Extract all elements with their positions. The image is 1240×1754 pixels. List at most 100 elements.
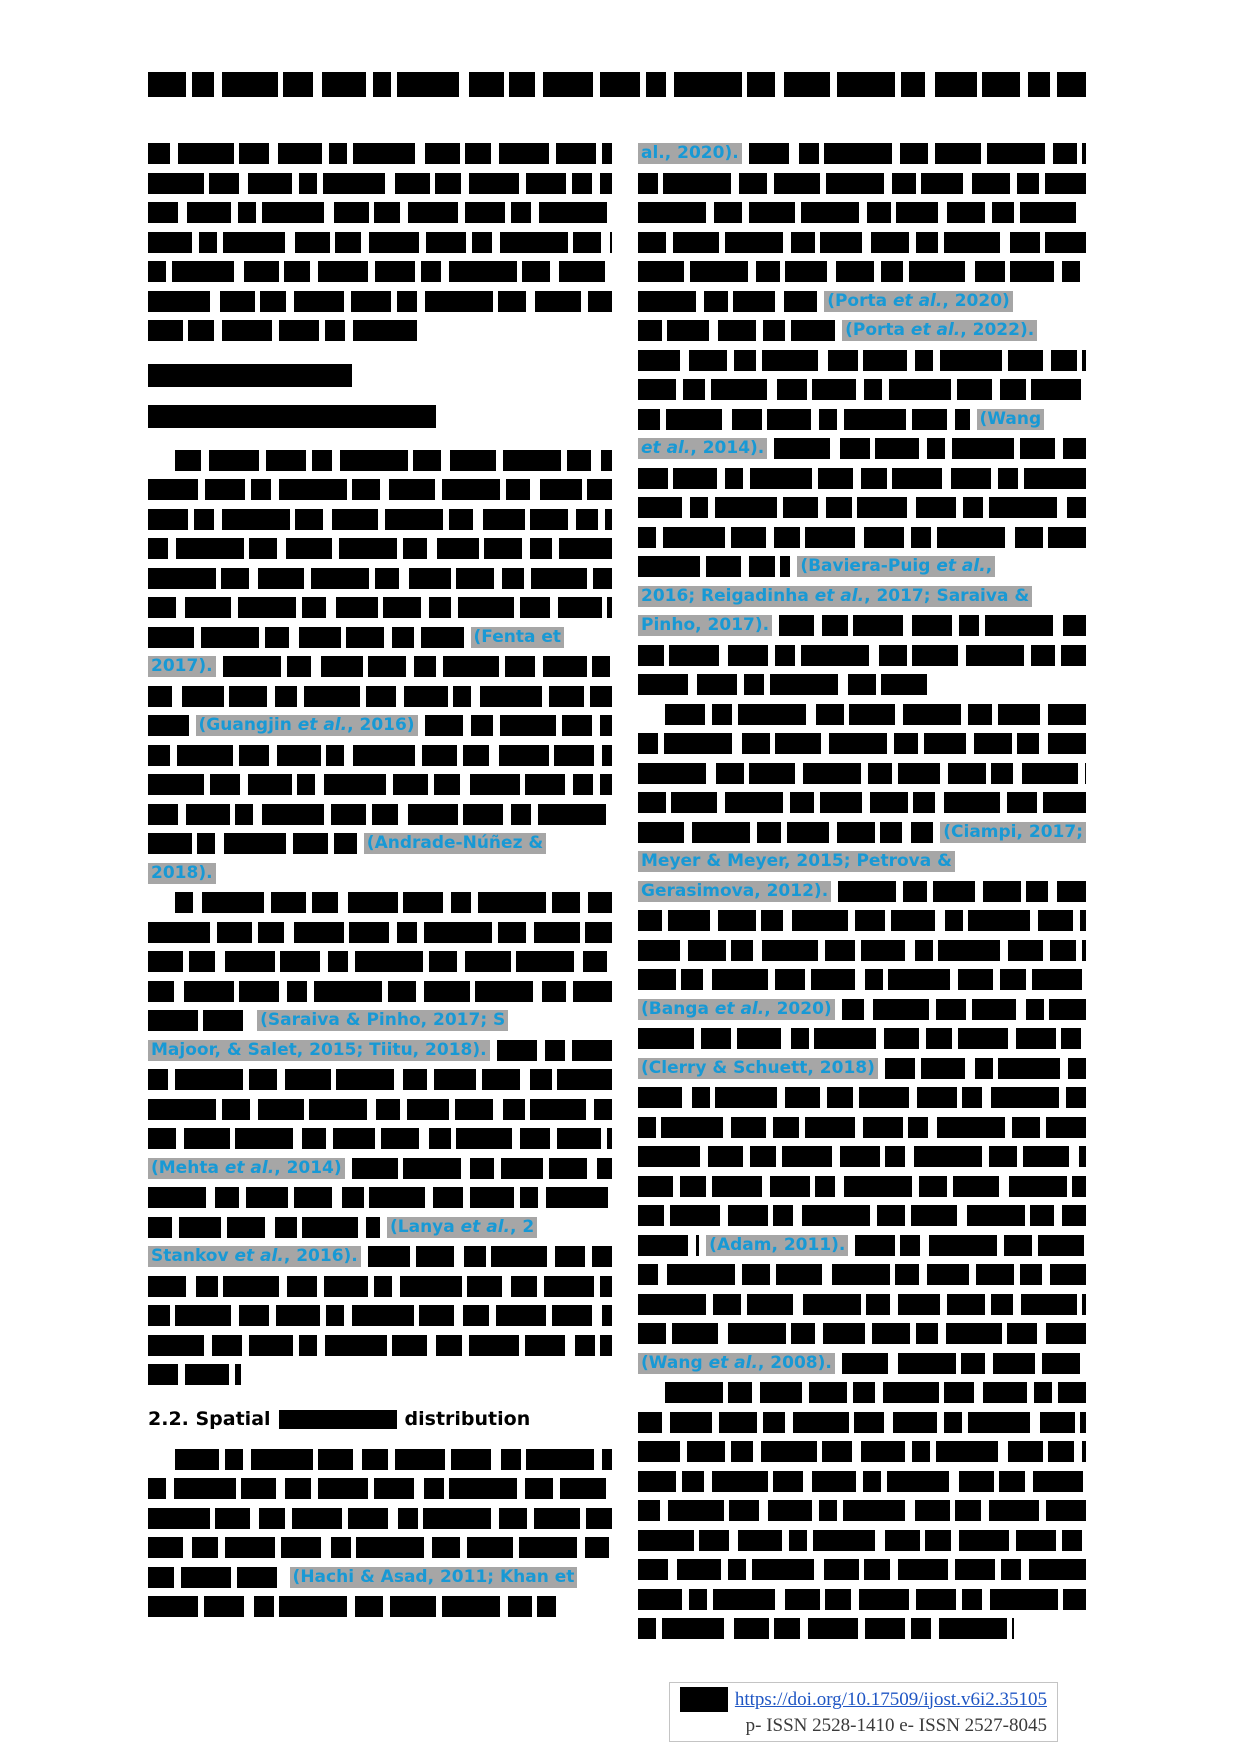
redaction-bar [820, 792, 862, 813]
citation-link[interactable]: (Wang [976, 408, 1045, 430]
redaction-bar [731, 1441, 753, 1462]
redaction-bar [367, 1246, 410, 1267]
redaction-bar [893, 1411, 937, 1433]
redaction-bar [1052, 143, 1077, 164]
redaction-bar [638, 1470, 676, 1492]
redaction-bar [728, 644, 768, 666]
citation-link[interactable]: (Baviera-Puig et al., [797, 556, 996, 577]
redaction-bar [1066, 1087, 1086, 1108]
citation-link[interactable]: (Wang et al., 2008). [638, 1352, 835, 1374]
redaction-bar [366, 1216, 380, 1238]
redaction-bar [900, 1234, 921, 1256]
redaction-bar [222, 72, 278, 97]
citation-link[interactable]: (Adam, 2011). [706, 1234, 849, 1256]
redaction-bar [544, 1275, 594, 1297]
redaction-bar [816, 703, 844, 725]
redaction-bar [1048, 526, 1086, 548]
citation-link[interactable]: 2016; Reigadinha et al., 2017; Saraiva & [638, 585, 1033, 607]
redaction-bar [841, 1352, 888, 1374]
redaction-bar [351, 290, 391, 312]
redaction-bar [309, 1098, 367, 1120]
redaction-bar [209, 172, 239, 194]
citation-link[interactable]: (Guangjin et al., 2016) [195, 715, 418, 736]
redaction-bar [782, 1146, 832, 1167]
citation-link[interactable]: (Fenta et [470, 626, 565, 648]
redaction-bar [220, 290, 255, 312]
doi-link[interactable]: https://doi.org/10.17509/ijost.v6i2.3510… [734, 1688, 1047, 1710]
citation-link[interactable]: Pinho, 2017). [638, 615, 773, 636]
citation-link[interactable]: (Porta et al., 2020) [824, 290, 1013, 312]
redaction-bar [785, 1588, 820, 1610]
citation-link[interactable]: 2018). [148, 862, 216, 884]
redaction-bar [422, 744, 457, 766]
citation-link[interactable]: (Mehta et al., 2014) [148, 1157, 345, 1179]
citation-link[interactable]: (Andrade-Núñez & [363, 833, 547, 854]
redaction-bar [870, 792, 908, 813]
redaction-bar [429, 597, 451, 618]
redaction-bar [333, 1128, 375, 1149]
redaction-bar [774, 172, 820, 194]
redaction-bar [638, 1087, 682, 1108]
redaction-bar [187, 202, 231, 223]
citation-link[interactable]: (Lanya et al., 2 [387, 1216, 538, 1238]
redaction-bar [917, 1087, 957, 1108]
redaction-bar [397, 72, 459, 97]
redaction-bar [1007, 1323, 1037, 1344]
redacted-text-line [148, 508, 612, 530]
citation-link[interactable]: et al., 2014). [638, 438, 768, 459]
redaction-bar [865, 1618, 905, 1639]
redaction-bar [670, 1411, 712, 1433]
citation-link[interactable]: (Ciampi, 2017; [940, 821, 1086, 843]
redaction-bar [415, 1246, 454, 1267]
redaction-bar [733, 290, 775, 312]
redaction-bar [1067, 1057, 1086, 1079]
citation-link[interactable]: Stankov et al., 2016). [148, 1246, 361, 1267]
redaction-bar [587, 479, 612, 500]
citation-link[interactable]: (Clerry & Schuett, 2018) [638, 1057, 878, 1079]
redaction-bar [665, 703, 705, 725]
redaction-bar [437, 538, 479, 559]
citation-link[interactable]: al., 2020). [638, 143, 742, 164]
redaction-bar [822, 615, 849, 636]
redaction-bar [728, 1205, 768, 1226]
redaction-bar [1045, 172, 1086, 194]
redaction-bar [761, 910, 783, 931]
citation-link[interactable]: Gerasimova, 2012). [638, 880, 832, 902]
redaction-bar [449, 508, 473, 530]
text-line-with-citation: (Wang et al., 2008). [638, 1352, 1086, 1374]
redaction-bar [586, 1507, 612, 1529]
redaction-bar [738, 703, 806, 725]
redaction-bar [246, 1187, 288, 1208]
redaction-bar [1000, 379, 1026, 400]
redacted-text-line [148, 921, 612, 943]
redaction-bar [262, 202, 324, 223]
redaction-bar [773, 1116, 799, 1138]
redaction-bar [192, 72, 214, 97]
citation-link[interactable]: 2017). [148, 656, 216, 677]
redaction-bar [148, 231, 192, 253]
redaction-bar [1020, 438, 1056, 459]
citation-link[interactable]: (Hachi & Asad, 2011; Khan et [289, 1566, 578, 1588]
redaction-bar [408, 803, 458, 825]
redaction-bar [222, 656, 281, 677]
redacted-text-line [638, 1116, 1086, 1138]
redaction-bar [731, 939, 753, 961]
redaction-bar [385, 508, 443, 530]
redaction-bar [312, 892, 338, 913]
redaction-bar [189, 951, 215, 972]
citation-link[interactable]: (Banga et al., 2020) [638, 998, 835, 1020]
redaction-bar [469, 172, 519, 194]
redaction-bar [916, 497, 956, 518]
redaction-bar [458, 597, 514, 618]
redaction-bar [859, 1588, 909, 1610]
redaction-bar [962, 1588, 982, 1610]
citation-link[interactable]: Meyer & Meyer, 2015; Petrova & [638, 851, 955, 872]
redaction-bar [467, 1537, 513, 1558]
citation-link[interactable]: Majoor, & Salet, 2015; Tiitu, 2018). [148, 1039, 490, 1061]
redaction-bar [277, 744, 321, 766]
redaction-bar [671, 792, 717, 813]
citation-link[interactable]: (Porta et al., 2022). [842, 320, 1038, 341]
citation-link[interactable]: (Saraiva & Pinho, 2017; S [257, 1010, 509, 1031]
redaction-bar [953, 1175, 999, 1197]
redaction-bar [955, 1559, 995, 1580]
